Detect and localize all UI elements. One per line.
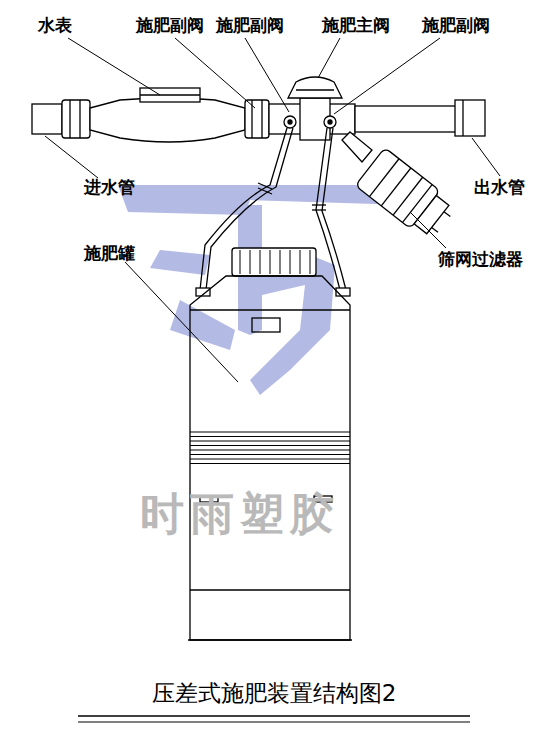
part-label: 施肥主阀	[322, 16, 390, 35]
part-label: 施肥副阀	[216, 16, 284, 35]
part-label: 进水管	[84, 178, 135, 197]
part-label: 施肥副阀	[136, 16, 204, 35]
part-label: 施肥罐	[84, 244, 135, 263]
fertilizer-tubes	[200, 128, 346, 290]
watermark: 时雨塑胶	[140, 490, 340, 538]
fertilizer-tank	[188, 248, 352, 640]
diagram-title: 压差式施肥装置结构图2	[152, 678, 397, 709]
part-label: 筛网过滤器	[438, 250, 523, 269]
part-label: 出水管	[474, 178, 525, 197]
title-underline	[78, 716, 470, 722]
part-label: 施肥副阀	[422, 16, 490, 35]
leader-lines	[45, 38, 500, 382]
part-label: 水表	[38, 16, 72, 35]
